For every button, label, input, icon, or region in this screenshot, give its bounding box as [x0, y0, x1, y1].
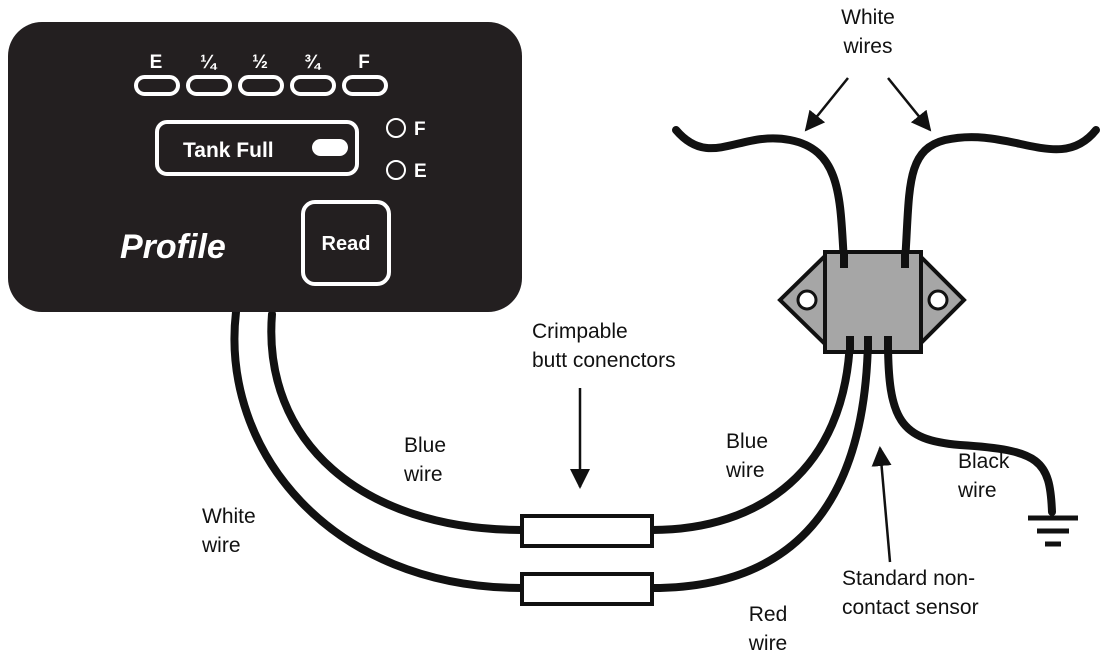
level-label-half: ½	[252, 52, 268, 73]
label-black-wire-1: Black	[958, 450, 1010, 473]
indicator-empty-label: E	[414, 161, 427, 182]
read-button-label: Read	[322, 233, 371, 255]
tank-full-label: Tank Full	[183, 139, 274, 162]
white-wire-panel	[230, 308, 526, 592]
red-wire-sensor	[648, 336, 872, 592]
label-sensor-2: contact sensor	[842, 596, 979, 619]
level-led-e	[134, 75, 180, 96]
label-blue-left-1: Blue	[404, 434, 446, 457]
tank-full-box	[155, 120, 359, 176]
label-red-wire-1: Red	[749, 603, 788, 626]
white-wire-right	[901, 126, 1100, 266]
label-white-wires-2: wires	[842, 35, 892, 58]
label-blue-right-2: wire	[725, 459, 765, 482]
label-black-wire-2: wire	[957, 479, 997, 502]
sensor	[777, 250, 967, 354]
mount-hole-left	[796, 289, 818, 311]
blue-wire-panel	[267, 310, 526, 534]
label-white-wires-1: White	[841, 6, 895, 29]
white-wire-left	[672, 126, 848, 266]
level-led-three-quarter	[290, 75, 336, 96]
label-white-wire-1: White	[202, 505, 256, 528]
mount-hole-right	[927, 289, 949, 311]
level-label-quarter: ¼	[200, 52, 218, 73]
indicator-full-label: F	[414, 119, 426, 140]
read-button[interactable]: Read	[301, 200, 391, 286]
brand-label: Profile	[120, 228, 226, 266]
level-led-quarter	[186, 75, 232, 96]
label-sensor-1: Standard non-	[842, 567, 975, 590]
indicator-empty-icon	[386, 160, 406, 180]
label-white-wire-2: wire	[201, 534, 241, 557]
profile-panel: E ¼ ½ ¾ F Tank Full F E Profile Read	[8, 22, 522, 312]
blue-wire-sensor	[648, 336, 854, 534]
label-red-wire-2: wire	[748, 632, 788, 655]
arrow-white-right	[887, 77, 932, 132]
tank-full-led	[312, 139, 348, 156]
ground-icon	[1028, 515, 1078, 547]
level-label-e: E	[150, 52, 163, 73]
butt-connector-lower	[520, 572, 654, 606]
indicator-full-icon	[386, 118, 406, 138]
label-crimp-1: Crimpable	[532, 320, 628, 343]
black-wire-sensor	[884, 336, 1056, 516]
sensor-body	[823, 250, 923, 354]
arrow-white-left	[804, 77, 849, 132]
label-blue-right-1: Blue	[726, 430, 768, 453]
butt-connector-upper	[520, 514, 654, 548]
level-label-f: F	[358, 52, 370, 73]
level-label-three-quarter: ¾	[304, 52, 322, 73]
label-crimp-2: butt conenctors	[532, 349, 676, 372]
label-blue-left-2: wire	[403, 463, 443, 486]
level-led-half	[238, 75, 284, 96]
level-led-f	[342, 75, 388, 96]
arrow-sensor	[871, 446, 892, 563]
